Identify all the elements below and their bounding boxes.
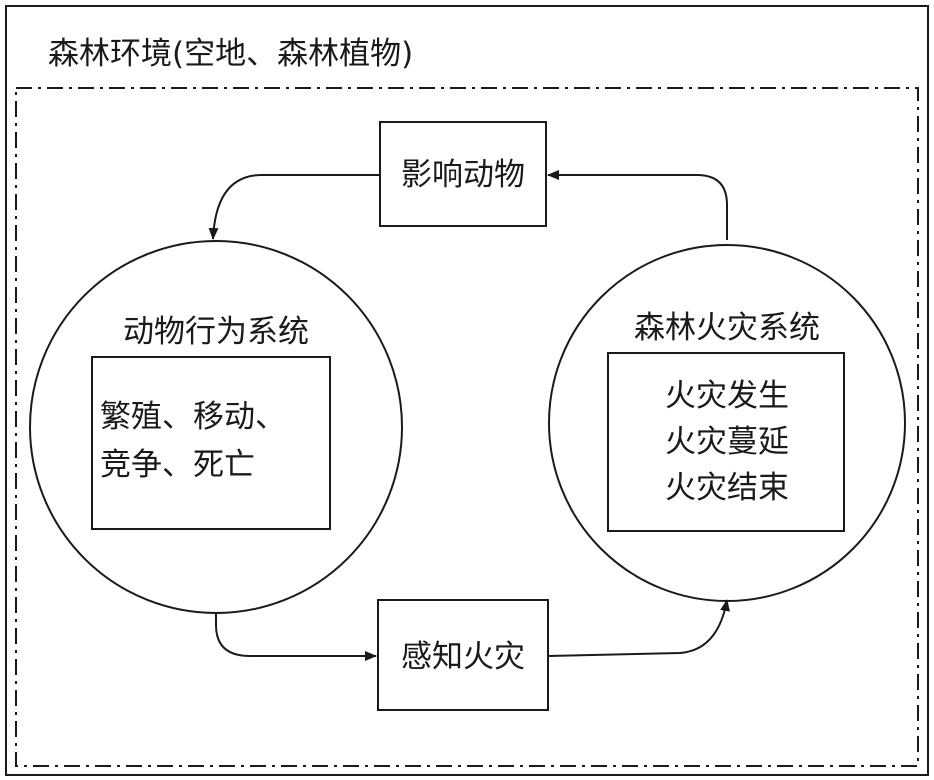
arrow-fire-to-influence [547,170,728,240]
outer-frame [5,5,929,776]
animal-system-line-2: 竞争、死亡 [100,447,255,483]
animal-system-title: 动物行为系统 [123,314,309,350]
fire-system-line-3: 火灾结束 [665,470,789,506]
arrow-influence-to-animal [208,174,380,240]
perceive-fire-label: 感知火灾 [401,639,525,675]
fire-system-title: 森林火灾系统 [634,310,820,346]
animal-system-inner-box [91,356,331,530]
fire-system-inner-box [607,352,845,532]
influence-animals-label: 影响动物 [401,157,525,193]
environment-boundary [15,87,919,767]
animal-system-line-1: 繁殖、移动、 [100,399,286,435]
environment-label: 森林环境(空地、森林植物) [48,36,413,72]
arrow-animal-to-perceive [215,613,377,661]
fire-system-line-2: 火灾蔓延 [665,424,789,460]
fire-system-line-1: 火灾发生 [665,378,789,414]
arrow-perceive-to-fire [547,599,730,657]
